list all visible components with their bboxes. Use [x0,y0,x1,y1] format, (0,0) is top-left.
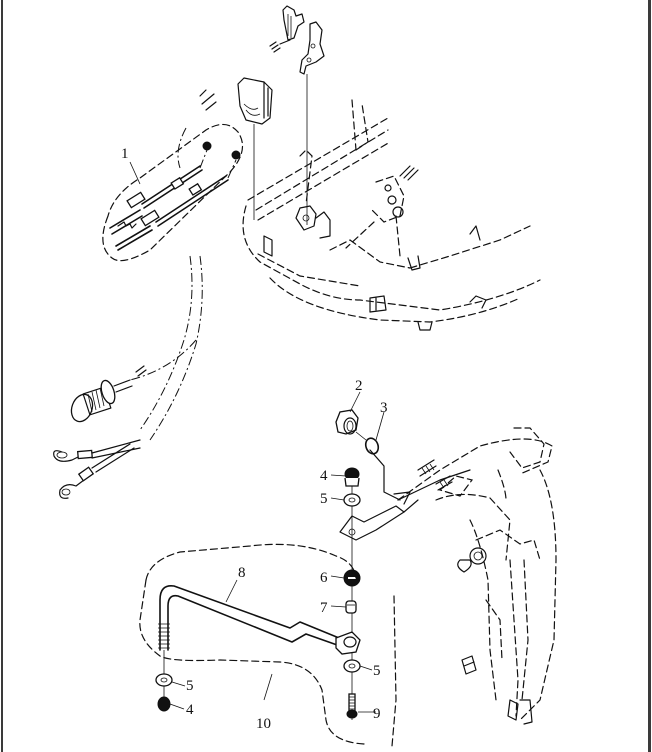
shift-housing-phantom [393,427,557,725]
right-border [648,0,651,752]
callout-9: 9 [373,706,381,722]
washer-lower-left [155,673,173,687]
callout-labels: 1 2 3 4 5 6 7 8 5 9 10 5 4 [121,146,388,732]
o-ring-part [364,437,380,455]
cable-routing-phantom [129,89,217,441]
nut-6 [343,569,361,587]
shift-lever-arm [339,449,419,541]
callout-3: 3 [380,400,388,416]
callout-4-left: 4 [186,702,194,718]
nut-lower-left [157,696,171,712]
collar-7 [345,600,357,614]
callout-1: 1 [121,146,129,162]
washer-lower-right [343,659,361,673]
cable-anchor-block [237,77,273,220]
cable-set [102,123,244,262]
leader-lines [129,161,385,713]
left-border [1,0,3,752]
callout-5-upper: 5 [320,491,328,507]
shift-rod [158,584,361,708]
callout-5-right: 5 [373,663,381,679]
callout-4-upper: 4 [320,468,328,484]
callout-2: 2 [355,378,363,394]
shift-bracket-part [299,21,325,225]
engine-bracket-phantom [242,99,541,331]
nut-upper [344,467,360,487]
callout-5-left: 5 [186,678,194,694]
ground-terminals [53,439,141,499]
grommet-part [335,409,367,441]
callout-8: 8 [238,565,246,581]
washer-upper [343,493,361,507]
shift-rod-kit [139,543,397,747]
callout-6: 6 [320,570,328,586]
connector-socket [70,365,147,423]
callout-7: 7 [320,600,328,616]
bolt-9 [346,693,358,719]
throttle-bracket-part [269,5,305,53]
callout-10: 10 [256,716,271,732]
